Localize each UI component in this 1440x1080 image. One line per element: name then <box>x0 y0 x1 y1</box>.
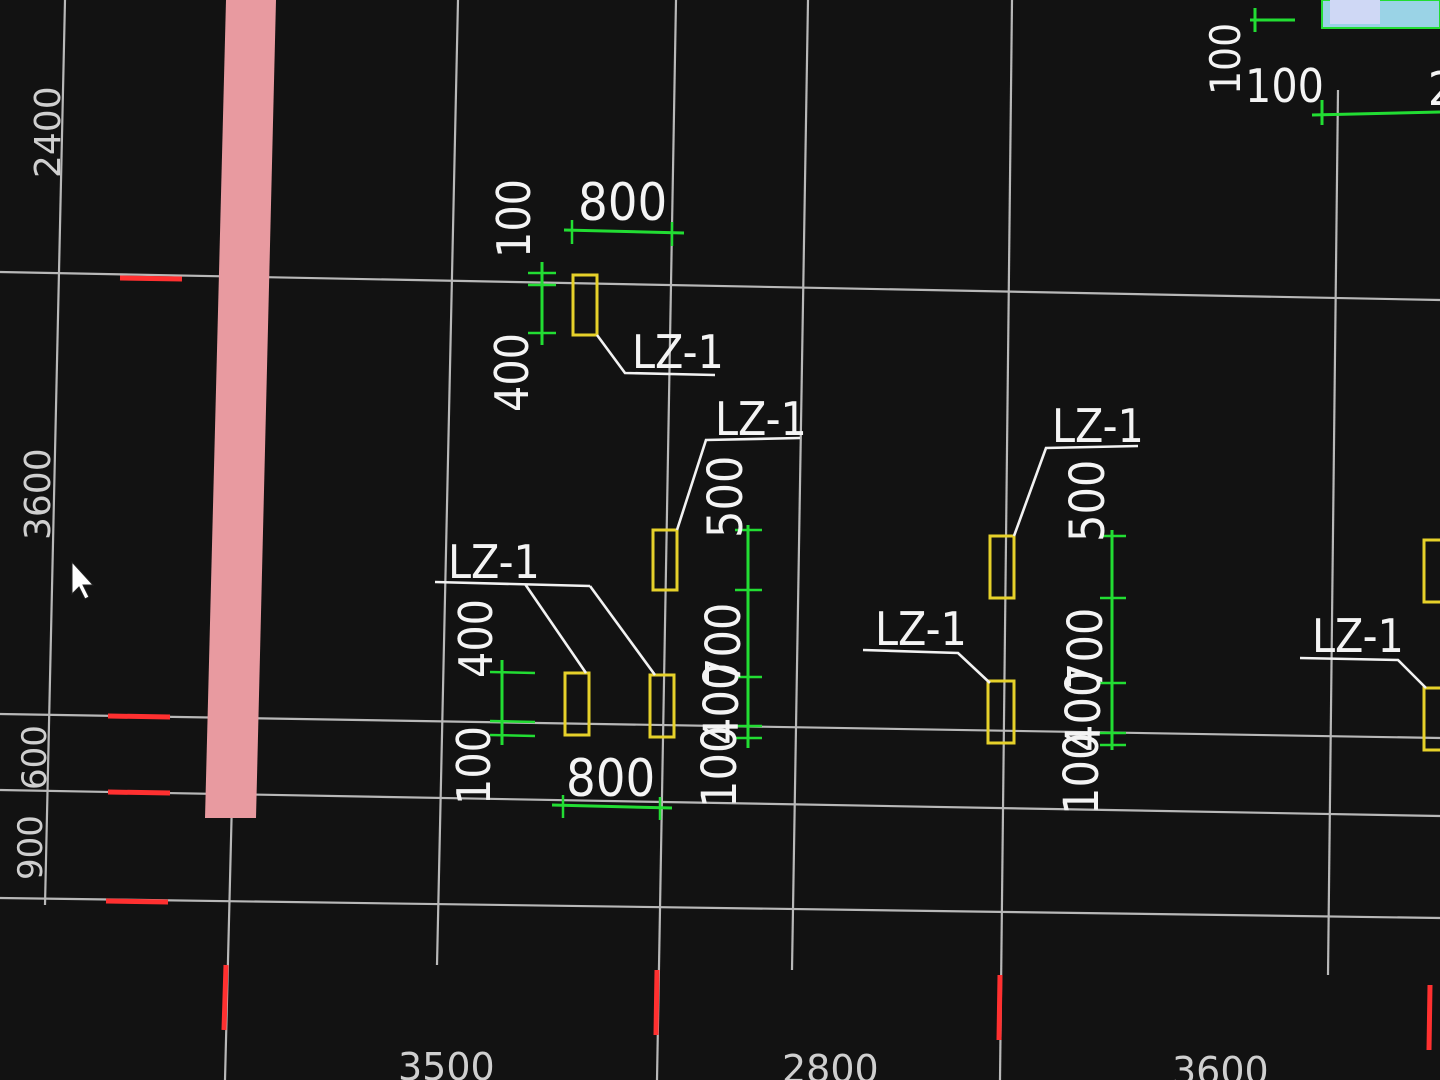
dim-text-800-top: 800 <box>578 173 667 233</box>
leader-line-c <box>523 583 588 674</box>
column-label-c: LZ-1 <box>448 535 540 589</box>
axis-marker-ticks <box>105 275 1433 1051</box>
column-label-b: LZ-1 <box>715 392 807 446</box>
axis-spacing-left-3: 600 <box>15 725 55 790</box>
grid-line-v4 <box>790 0 810 971</box>
leader-line-a <box>595 334 716 377</box>
grid-line-h4 <box>0 896 1440 920</box>
grid-line-v1-lower <box>223 799 234 1080</box>
axis-tick <box>221 964 229 1031</box>
axis-spacing-bottom-2: 2800 <box>782 1047 879 1080</box>
dim-text-400-mid: 400 <box>694 663 750 745</box>
dim-text-100-mid: 100 <box>692 726 748 808</box>
grid-line-h1 <box>0 270 1440 302</box>
dim-text-100-top: 100 <box>487 179 541 258</box>
leader-line-c-base <box>434 580 591 588</box>
column-lz1-f[interactable] <box>986 679 1016 745</box>
grid-line-v5 <box>998 0 1014 1080</box>
dim-text-topright-h: 100 <box>1245 59 1324 113</box>
column-label-e: LZ-1 <box>1052 399 1144 453</box>
dim-text-100-right: 100 <box>1054 733 1110 815</box>
axis-spacing-bottom-3: 3600 <box>1172 1049 1269 1080</box>
dim-text-topright-v: 100 <box>1201 23 1250 95</box>
column-label-a: LZ-1 <box>632 325 724 379</box>
dim-line-800-bottom <box>551 803 673 810</box>
column-lz1-g[interactable] <box>1422 538 1440 604</box>
leader-line-e <box>1012 444 1139 537</box>
axis-tick <box>653 969 660 1036</box>
leader-line-f <box>862 648 991 684</box>
dim-text-800-bottom: 800 <box>566 749 655 809</box>
grid-line-v6 <box>1326 89 1340 976</box>
axis-tick <box>107 713 171 720</box>
axis-tick <box>107 789 171 796</box>
dim-text-100-left: 100 <box>447 726 501 805</box>
column-lz1-b[interactable] <box>651 528 679 592</box>
column-lz1-c[interactable] <box>563 671 591 737</box>
dim-tick <box>489 733 536 738</box>
dim-text-400-left: 400 <box>449 599 503 678</box>
dim-tick <box>489 670 536 675</box>
leader-line-b <box>675 436 801 531</box>
axis-tick <box>105 898 169 905</box>
dim-text-400-right: 400 <box>1056 670 1112 752</box>
dim-text-700-right: 700 <box>1058 608 1114 690</box>
dim-line-800-top <box>563 228 685 235</box>
axis-tick <box>119 275 183 282</box>
column-lz1-e[interactable] <box>988 534 1016 600</box>
arrow-pointer-icon <box>71 560 95 600</box>
axis-spacing-left-1: 2400 <box>28 86 69 178</box>
dim-tick <box>489 719 536 724</box>
leader-line-h <box>1299 656 1427 689</box>
dim-text-topright-cut: 2 <box>1428 62 1440 116</box>
grid-line-v2 <box>435 0 460 966</box>
grid-line-left-axis <box>43 0 67 906</box>
axis-spacing-left-2: 3600 <box>18 448 59 540</box>
partial-slab-highlight <box>1330 0 1380 24</box>
column-label-f: LZ-1 <box>875 602 967 656</box>
dim-line-topright-lower <box>1311 110 1440 117</box>
dim-text-400-top: 400 <box>485 333 539 412</box>
axis-tick <box>1426 984 1433 1051</box>
leader-line-d <box>588 585 657 676</box>
grid-line-v3 <box>655 0 678 1080</box>
dim-text-700-mid: 700 <box>696 603 752 685</box>
axis-tick <box>996 974 1003 1041</box>
dim-text-500-right: 500 <box>1060 460 1116 542</box>
dim-text-500-mid: 500 <box>698 456 754 538</box>
column-lz1-h[interactable] <box>1422 686 1440 752</box>
wall-element[interactable] <box>205 0 276 818</box>
column-lz1-d[interactable] <box>648 673 676 739</box>
axis-spacing-bottom-1: 3500 <box>398 1045 495 1080</box>
column-lz1-a[interactable] <box>571 273 599 337</box>
axis-spacing-left-4: 900 <box>11 815 51 880</box>
column-label-h: LZ-1 <box>1312 609 1404 663</box>
